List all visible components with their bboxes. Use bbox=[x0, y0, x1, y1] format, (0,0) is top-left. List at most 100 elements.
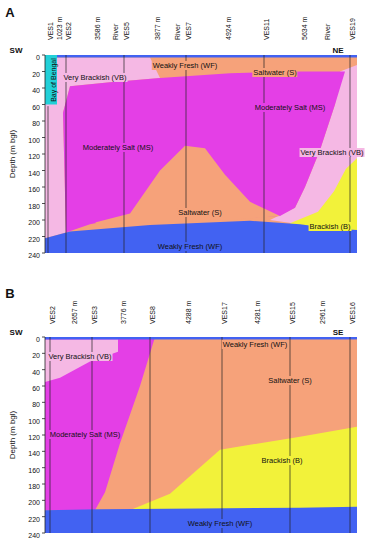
station-label-holder: VES3 bbox=[84, 305, 100, 325]
axis-title: Depth (m bgl) bbox=[8, 129, 17, 179]
depth-tick-holder: 100 bbox=[27, 411, 41, 427]
depth-tick-holder: 220 bbox=[27, 229, 41, 245]
distance-label-holder: 4288 m bbox=[178, 300, 194, 325]
distance-label: 4924 m bbox=[225, 16, 232, 41]
station-label-holder: VES5 bbox=[116, 21, 132, 41]
depth-tick: 180 bbox=[27, 203, 41, 210]
depth-tick: 60 bbox=[31, 104, 41, 111]
depth-tick: 20 bbox=[31, 71, 41, 78]
depth-tick-holder: 40 bbox=[31, 80, 41, 96]
depth-tick: 100 bbox=[27, 137, 41, 144]
river-label: River bbox=[174, 23, 181, 41]
depth-tick-holder: 0 bbox=[35, 47, 41, 63]
depth-tick-holder: 140 bbox=[27, 443, 41, 459]
saltwater-zone bbox=[95, 146, 280, 224]
very-brackish-zone bbox=[45, 339, 118, 381]
zone-label-holder: Saltwater (S) bbox=[267, 370, 312, 386]
distance-label: 2961 m bbox=[319, 300, 326, 325]
saltwater-zone bbox=[45, 337, 357, 533]
depth-tick-holder: 20 bbox=[31, 345, 41, 361]
depth-tick-holder: 160 bbox=[27, 460, 41, 476]
depth-tick-holder: 40 bbox=[31, 362, 41, 378]
zone-label: Moderately Salt (MS) bbox=[254, 103, 326, 112]
depth-tick-holder: 200 bbox=[27, 492, 41, 508]
zone-label: Very Brackish (VB) bbox=[300, 148, 365, 157]
depth-tick: 80 bbox=[31, 401, 41, 408]
zone-label: Weakly Fresh (WF) bbox=[222, 340, 288, 349]
river-label: River bbox=[324, 23, 331, 41]
zone-label: Weakly Fresh (WF) bbox=[152, 61, 218, 70]
zone-label-holder: Weakly Fresh (WF) bbox=[157, 236, 223, 252]
distance-label-holder: 2657 m bbox=[64, 300, 80, 325]
zone-label-holder: Moderately Salt (MS) bbox=[82, 137, 154, 153]
brackish-zone bbox=[130, 427, 357, 510]
depth-tick-holder: 240 bbox=[27, 245, 41, 261]
station-label: VES16 bbox=[349, 301, 356, 325]
zone-label: Moderately Salt (MS) bbox=[49, 430, 121, 439]
station-label: VES8 bbox=[149, 305, 156, 325]
depth-tick-holder: 60 bbox=[31, 97, 41, 113]
distance-label: 2657 m bbox=[71, 300, 78, 325]
depth-tick: 180 bbox=[27, 483, 41, 490]
direction-label: SW bbox=[9, 46, 24, 55]
depth-tick-holder: 100 bbox=[27, 130, 41, 146]
depth-tick-holder: 160 bbox=[27, 179, 41, 195]
depth-tick: 160 bbox=[27, 186, 41, 193]
depth-tick: 200 bbox=[27, 219, 41, 226]
station-label: VES19 bbox=[349, 17, 356, 41]
distance-label: 3877 m bbox=[154, 16, 161, 41]
zone-label-holder: Saltwater (S) bbox=[177, 202, 222, 218]
depth-tick: 120 bbox=[27, 153, 41, 160]
depth-tick: 160 bbox=[27, 467, 41, 474]
station-label: VES3 bbox=[91, 305, 98, 325]
station-label: VES15 bbox=[289, 301, 296, 325]
station-label-holder: VES2 bbox=[42, 305, 58, 325]
station-label: VES5 bbox=[123, 21, 130, 41]
zone-label-holder: Very Brackish (VB) bbox=[48, 346, 113, 362]
depth-tick: 60 bbox=[31, 385, 41, 392]
station-label-holder: VES16 bbox=[342, 301, 358, 325]
zone-label: Saltwater (S) bbox=[177, 208, 222, 217]
zone-label: Brackish (B) bbox=[261, 456, 304, 465]
section-b bbox=[42, 337, 357, 533]
zone-label-holder: Moderately Salt (MS) bbox=[49, 424, 121, 440]
depth-tick: 0 bbox=[35, 54, 41, 61]
zone-label: Saltwater (S) bbox=[252, 68, 297, 77]
depth-axis bbox=[42, 55, 45, 253]
zone-label-holder: Brackish (B) bbox=[309, 216, 352, 232]
depth-tick-holder: 80 bbox=[31, 394, 41, 410]
distance-label-holder: 4924 m bbox=[218, 16, 234, 41]
depth-tick: 140 bbox=[27, 450, 41, 457]
station-label: VES2 bbox=[49, 305, 56, 325]
depth-tick: 200 bbox=[27, 499, 41, 506]
depth-tick-holder: 240 bbox=[27, 525, 41, 541]
zone-label: Saltwater (S) bbox=[267, 376, 312, 385]
depth-tick-holder: 0 bbox=[35, 329, 41, 345]
river-label: River bbox=[112, 23, 119, 41]
depth-tick: 40 bbox=[31, 87, 41, 94]
direction-label: SW bbox=[9, 328, 24, 337]
station-label-holder: VES19 bbox=[342, 17, 358, 41]
zone-label-holder: Moderately Salt (MS) bbox=[254, 97, 326, 113]
axis-title-holder: Depth (m bgl) bbox=[2, 410, 18, 460]
depth-axis bbox=[42, 337, 45, 533]
distance-label: 4288 m bbox=[185, 300, 192, 325]
depth-tick-holder: 60 bbox=[31, 378, 41, 394]
station-label-holder: VES15 bbox=[282, 301, 298, 325]
depth-tick: 240 bbox=[27, 532, 41, 539]
river-label-holder: River bbox=[317, 23, 333, 41]
distance-label-holder: 3776 m bbox=[113, 300, 129, 325]
weakly-fresh-zone bbox=[45, 221, 357, 253]
panel-letter: B bbox=[4, 286, 15, 301]
depth-tick: 220 bbox=[27, 236, 41, 243]
depth-tick-holder: 220 bbox=[27, 509, 41, 525]
depth-tick: 20 bbox=[31, 352, 41, 359]
zone-label: Moderately Salt (MS) bbox=[82, 143, 154, 152]
station-label: VES1 bbox=[47, 21, 54, 41]
direction-label-holder: SW bbox=[9, 322, 24, 338]
distance-label-holder: 3586 m bbox=[87, 16, 103, 41]
depth-tick-holder: 120 bbox=[27, 146, 41, 162]
depth-tick-holder: 20 bbox=[31, 64, 41, 80]
station-label: VES7 bbox=[185, 21, 192, 41]
